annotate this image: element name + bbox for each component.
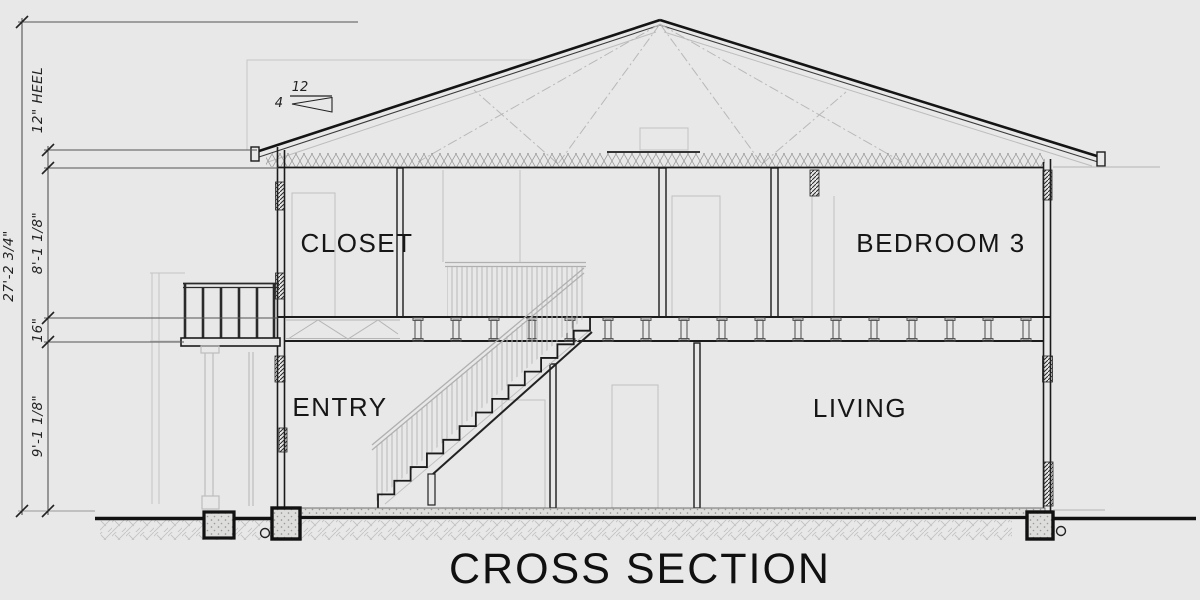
stair-handrail [371,267,585,446]
dimension-lines: 27'-2 3/4" 12" HEEL 8'-1 1/8" 16" 9'-1 1… [1,15,358,518]
roof-slope-left [255,18,661,154]
floor-joists [412,317,1032,342]
deck-support-post [200,345,254,510]
lower-floor-walls [549,342,701,509]
roof [250,18,1106,169]
dim-heel: 12" HEEL [30,67,46,133]
stair-stringer [432,331,593,475]
adjacent-structure-outline [246,59,537,150]
door-header [809,169,820,197]
deck [150,272,281,510]
slab [294,507,1046,518]
deck-footing [202,510,236,540]
drain-left [259,527,271,539]
fascia-left [250,146,260,162]
stair-balusters [374,271,584,503]
room-label-bedroom3: BEDROOM 3 [856,228,1026,258]
lower-floor-doors-beyond [501,384,659,509]
living-wall [693,342,701,509]
drain-right [1055,525,1067,537]
drawing-title: CROSS SECTION [449,545,831,593]
truss-webs [417,23,903,165]
pitch-run: 12 [292,80,309,95]
roof-pitch-symbol: 12 4 [275,80,333,113]
room-label-living: LIVING [813,393,907,423]
left-footing [270,506,302,541]
attic-platform-outline [639,127,689,151]
hall-door-outline-lower [611,384,659,509]
dim-overall: 27'-2 3/4" [1,230,17,302]
dim-upper-floor: 8'-1 1/8" [30,212,46,275]
soil-hatch [100,520,1012,540]
stair-post [427,473,436,506]
right-footing [1025,510,1055,541]
deck-floor-band [180,337,281,347]
fascia-right [1096,151,1106,167]
deck-rail-posts [183,283,276,340]
dimension-ticks [15,15,55,518]
room-label-entry: ENTRY [292,392,387,422]
roof-slope-right [659,18,1101,159]
hall-door-outline [671,195,721,318]
floor-band [277,316,1051,342]
staircase [371,267,593,508]
understair-wall [549,363,557,509]
foundation [95,166,1196,541]
holddown-hardware [274,169,1054,507]
pitch-rise: 4 [275,96,283,111]
dim-floor-depth: 16" [30,318,46,343]
ceiling-insulation [266,153,1045,167]
floor-truss-webs [286,319,400,340]
room-label-closet: CLOSET [300,228,413,258]
stair-steps [377,317,591,508]
dim-lower-floor: 9'-1 1/8" [30,395,46,458]
understair-door-outline [501,399,546,509]
